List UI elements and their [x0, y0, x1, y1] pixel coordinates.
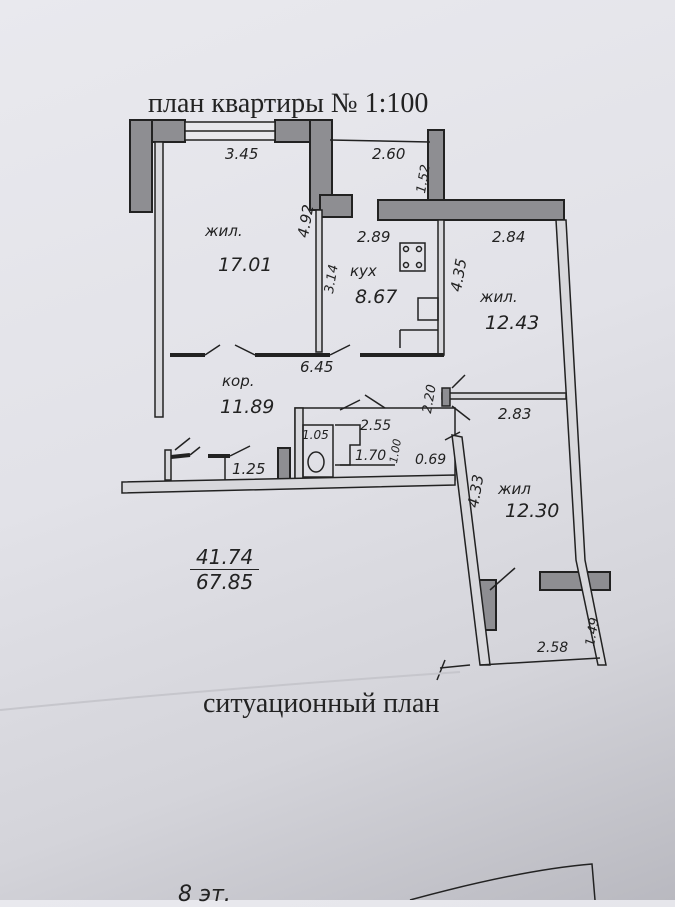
- total-area: 67.85: [196, 570, 254, 594]
- dimension: 3.45: [225, 145, 259, 163]
- small-area: 1.25: [232, 460, 266, 478]
- room-type: жил.: [480, 288, 518, 306]
- dimension: 2.60: [372, 145, 406, 163]
- wall: [129, 119, 153, 213]
- wall: [377, 199, 565, 221]
- room-area: 8.67: [355, 286, 398, 308]
- room-type: жил: [498, 480, 531, 498]
- living-area-total: 41.74: [190, 545, 260, 570]
- dimension: 2.58: [537, 640, 569, 656]
- wall: [319, 194, 353, 218]
- dimension: 2.55: [360, 418, 392, 434]
- dimension: 2.83: [498, 405, 532, 423]
- room-area: 12.30: [505, 500, 560, 522]
- plan-title: план квартиры № 1:100: [148, 88, 429, 119]
- small-area: 1.05: [302, 428, 329, 442]
- room-area: 17.01: [218, 254, 273, 276]
- room-type: кух: [350, 262, 377, 280]
- wall: [539, 571, 611, 591]
- situational-plan-heading: ситуационный план: [203, 688, 440, 719]
- small-area: 0.69: [415, 452, 447, 468]
- dimension: 2.84: [492, 228, 526, 246]
- dimension: 2.89: [357, 228, 391, 246]
- dimension: 6.45: [300, 358, 334, 376]
- area-totals: 41.74 67.85: [190, 545, 260, 594]
- wall: [277, 447, 291, 484]
- room-type: жил.: [205, 222, 243, 240]
- room-type: кор.: [222, 372, 255, 390]
- floor-label: 8 эт.: [178, 882, 231, 907]
- room-area: 11.89: [220, 396, 275, 418]
- room-area: 12.43: [485, 312, 540, 334]
- small-area: 1.70: [355, 448, 387, 464]
